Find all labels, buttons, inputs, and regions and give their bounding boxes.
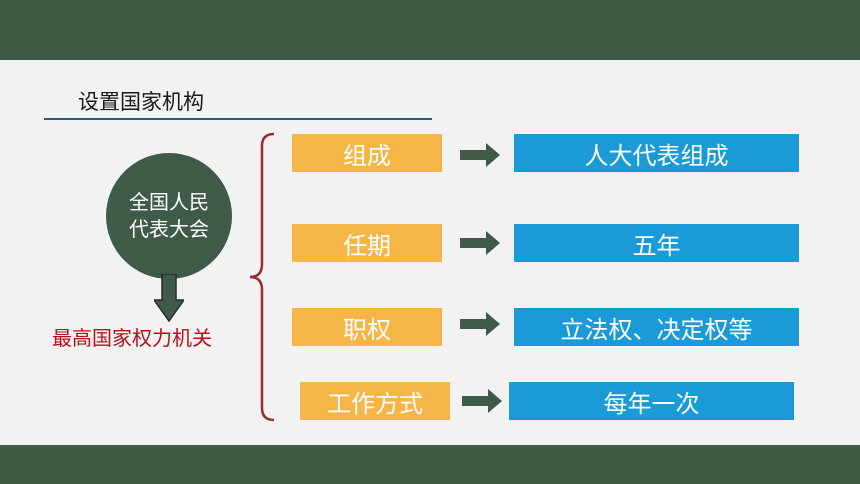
row-label-composition: 组成 <box>292 134 442 172</box>
row-value-composition: 人大代表组成 <box>514 134 799 172</box>
row-value-working-method: 每年一次 <box>509 382 794 420</box>
row-value-term: 五年 <box>514 224 799 262</box>
left-brace-icon <box>249 132 275 422</box>
right-arrow-icon <box>460 143 500 167</box>
right-arrow-icon <box>460 231 500 255</box>
section-heading: 设置国家机构 <box>78 90 204 114</box>
heading-underline <box>44 118 432 120</box>
down-arrow-icon <box>154 274 184 322</box>
right-arrow-icon <box>460 312 500 336</box>
circle-label: 全国人民代表大会 <box>129 190 209 241</box>
row-value-powers: 立法权、决定权等 <box>514 308 799 346</box>
highest-authority-label: 最高国家权力机关 <box>52 326 212 350</box>
right-arrow-icon <box>462 389 502 413</box>
row-label-working-method: 工作方式 <box>300 382 450 420</box>
row-label-powers: 职权 <box>292 308 442 346</box>
slide-content: 设置国家机构 全国人民代表大会 最高国家权力机关 组成 人大代表组成 任期 五年… <box>0 60 860 445</box>
row-label-term: 任期 <box>292 224 442 262</box>
npc-circle: 全国人民代表大会 <box>106 153 232 279</box>
